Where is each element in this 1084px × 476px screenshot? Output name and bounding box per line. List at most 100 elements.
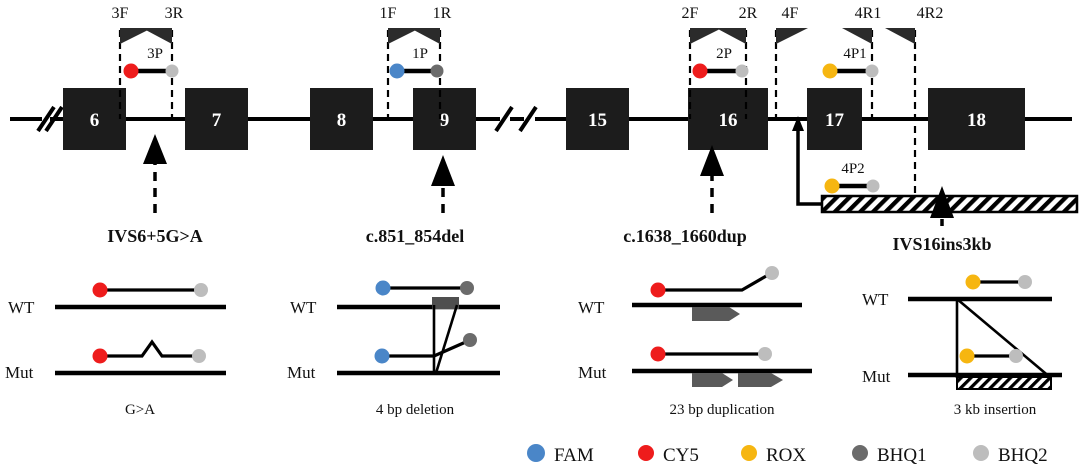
panel-ivs16-caption: 3 kb insertion <box>954 402 1037 418</box>
panel-ivs6-wt-quencher-dot <box>194 283 208 297</box>
panel-c1638-caption: 23 bp duplication <box>670 402 775 418</box>
panel-ivs16-wt-probe <box>965 274 1032 290</box>
mutation-title-ivs6: IVS6+5G>A <box>107 226 203 246</box>
mutation-pointers <box>143 134 954 226</box>
exon-18: 18 <box>928 88 1025 150</box>
break-marks <box>36 105 538 133</box>
panel-c1638-mut-dye-dot <box>650 346 666 362</box>
legend-cy5-label: CY5 <box>663 445 699 466</box>
panel-ivs16-mut-quencher-dot <box>1009 349 1023 363</box>
panel-c851: WT Mut 4 bp deletion <box>287 280 500 418</box>
legend-bhq1-label: BHQ1 <box>877 445 927 466</box>
primer-4R1-label: 4R1 <box>855 5 882 22</box>
mutation-title-c1638: c.1638_1660dup <box>623 226 747 246</box>
exon-17-label: 17 <box>825 110 845 131</box>
panel-c851-caption: 4 bp deletion <box>376 402 455 418</box>
legend-rox-dot <box>741 445 757 461</box>
primer-4F-label: 4F <box>782 5 799 22</box>
exon-group: 6 7 8 9 15 16 <box>63 88 1025 150</box>
panel-ivs16-mut-label: Mut <box>862 367 891 386</box>
panel-ivs16-wt-dye-dot <box>965 274 981 290</box>
panel-ivs16-mut-probe <box>959 348 1023 364</box>
panel-ivs6-mut-dye-dot <box>92 348 108 364</box>
panel-c1638-wt-dye-dot <box>650 282 666 298</box>
exon-8-label: 8 <box>337 110 347 131</box>
panel-ivs6-caption: G>A <box>125 402 155 418</box>
panel-c851-mut-dye-dot <box>374 348 390 364</box>
primer-3R-label: 3R <box>165 5 184 22</box>
legend-cy5: CY5 <box>638 445 699 466</box>
legend-bhq2-label: BHQ2 <box>998 445 1048 466</box>
legend-bhq2: BHQ2 <box>973 445 1048 466</box>
primer-3R-flag <box>142 28 172 44</box>
panel-c1638-wt-probe <box>650 266 779 298</box>
mutation-titles: IVS6+5G>A c.851_854del c.1638_1660dup IV… <box>107 226 991 254</box>
pointer-c1638 <box>700 145 724 213</box>
probe-3P-dye-dot <box>123 63 139 79</box>
panel-ivs6-wt-label: WT <box>8 298 35 317</box>
exon-6: 6 <box>63 88 126 150</box>
pointer-c851 <box>431 155 455 213</box>
probe-3P-label: 3P <box>147 46 163 62</box>
primer-3F-label: 3F <box>112 5 129 22</box>
exon-8: 8 <box>310 88 373 150</box>
primer-4F-flag <box>776 28 808 44</box>
primer-labels: 3F 3R 1F 1R 2F 2R 4F 4R1 4R2 <box>112 5 944 22</box>
mutation-title-c851: c.851_854del <box>366 226 465 246</box>
exon-9: 9 <box>413 88 476 150</box>
probe-2P: 2P <box>692 46 749 79</box>
panel-c851-mut-probe <box>374 333 477 364</box>
probe-1P-dye-dot <box>389 63 405 79</box>
break-slash-3 <box>494 105 514 133</box>
primer-2R-flag <box>716 28 746 44</box>
panel-c1638-mut-quencher-dot <box>758 347 772 361</box>
panel-c851-wt-label: WT <box>290 298 317 317</box>
panel-c851-wt-dye-dot <box>375 280 391 296</box>
primer-4R2-label: 4R2 <box>917 5 944 22</box>
probe-3P: 3P <box>123 46 179 79</box>
probe-1P-quencher-dot <box>430 64 444 78</box>
panel-ivs16: WT Mut 3 kb insertion <box>862 274 1062 418</box>
panel-c1638-mut-dup-arrow-2 <box>738 373 783 387</box>
panel-c851-deleted-segment <box>432 297 459 309</box>
probe-3P-quencher-dot <box>165 64 179 78</box>
pointer-ivs6 <box>143 134 167 213</box>
legend-bhq2-dot <box>973 445 989 461</box>
primer-1F-flag <box>388 28 420 44</box>
primer-3F-flag <box>120 28 152 44</box>
primer-4R1-flag <box>842 28 872 44</box>
exon-15: 15 <box>566 88 629 150</box>
break-slash-4 <box>518 105 538 133</box>
exon-15-label: 15 <box>588 110 607 131</box>
panel-c1638-wt-dup-arrow <box>692 307 740 321</box>
primer-2F-label: 2F <box>682 5 699 22</box>
panel-ivs6-wt-probe <box>92 282 208 298</box>
probe-1P-label: 1P <box>412 46 428 62</box>
probe-4P1-dye-dot <box>822 63 838 79</box>
primer-2F-flag <box>690 28 722 44</box>
exon-7: 7 <box>185 88 248 150</box>
primer-1R-flag <box>410 28 440 44</box>
mutation-title-ivs16: IVS16ins3kb <box>892 234 991 254</box>
insertion-connector-arrowhead <box>792 116 804 131</box>
panel-c851-mut-label: Mut <box>287 363 316 382</box>
panel-ivs16-wt-quencher-dot <box>1018 275 1032 289</box>
exon-16: 16 <box>688 88 768 150</box>
exon-17: 17 <box>807 88 862 150</box>
panel-ivs16-inserted-segment <box>956 376 1052 390</box>
legend-rox-label: ROX <box>766 445 806 466</box>
primer-4R2-flag <box>885 28 915 44</box>
probe-1P: 1P <box>389 46 444 79</box>
probe-4P1-label: 4P1 <box>843 46 866 62</box>
pointer-ivs16 <box>930 186 954 226</box>
panel-ivs6: WT Mut G>A <box>5 282 226 418</box>
probe-4P1-quencher-dot <box>865 64 879 78</box>
panel-c1638: WT Mut 23 bp duplication <box>578 266 812 418</box>
panel-ivs6-mut-probe <box>92 339 206 364</box>
panel-ivs16-wt-label: WT <box>862 290 889 309</box>
panel-ivs6-wt-dye-dot <box>92 282 108 298</box>
legend-rox: ROX <box>741 445 806 466</box>
probe-4P2-dye-dot <box>824 178 840 194</box>
primer-1F-label: 1F <box>380 5 397 22</box>
